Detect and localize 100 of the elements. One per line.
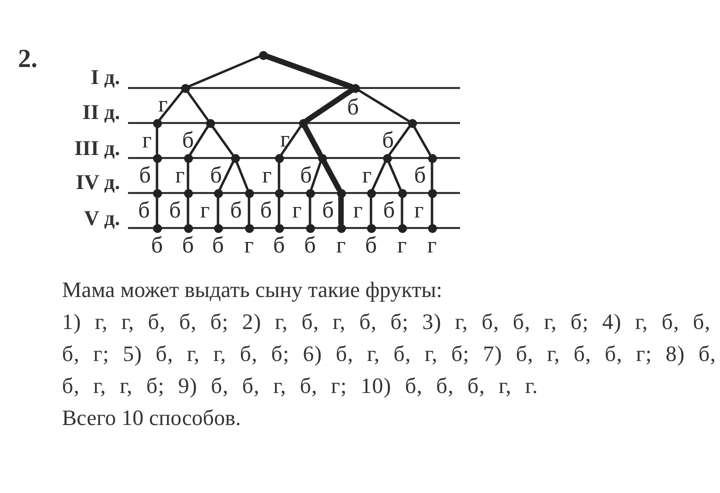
node-dot	[230, 154, 240, 162]
fruit-letter: б	[365, 234, 377, 256]
branch-line	[310, 161, 322, 190]
fruit-letter: г	[292, 198, 302, 222]
level-label: V д.	[84, 206, 120, 230]
node-dot	[152, 118, 162, 128]
node-dot	[184, 188, 192, 198]
node-dot	[398, 224, 406, 232]
node-dot	[274, 154, 284, 162]
node-dot	[206, 118, 214, 128]
fruit-letter: г	[158, 92, 168, 116]
fruit-letter: б	[414, 164, 426, 186]
node-dot	[152, 224, 162, 232]
fruit-letter: б	[347, 96, 359, 118]
fruit-letter: г	[142, 128, 152, 152]
node-dot	[382, 154, 392, 162]
fruit-letter: г	[262, 164, 272, 186]
fruit-letter: г	[414, 198, 424, 222]
node-dot	[428, 154, 436, 162]
fruit-letter: б	[300, 164, 312, 186]
answer-list: 1) г, г, б, б, б; 2) г, б, г, б, б; 3) г, б, б, г, б; 4) г, б, б, б, г; 5) б, г, г, б, б; 6) б, г, б, г, б; 7) б, г, б, б, г; 8) б, б, г, г, б; 9) б, б, г, б, г; 10) б, б, б, г, г.	[62, 306, 717, 402]
highlighted-branch-line	[264, 54, 354, 90]
branch-line	[186, 161, 190, 190]
node-dot	[184, 154, 192, 162]
branch-line	[280, 126, 302, 156]
fruit-letter: б	[212, 234, 224, 256]
branch-line	[413, 126, 431, 156]
branch-line	[158, 90, 184, 121]
highlighted-branch-line	[302, 124, 323, 157]
branch-line	[156, 126, 158, 155]
level-label: II д.	[82, 100, 120, 124]
branch-line	[156, 161, 158, 190]
node-dot	[244, 188, 254, 198]
node-dot	[428, 224, 436, 232]
node-dot	[274, 224, 284, 232]
level-label: I д.	[90, 65, 120, 89]
branch-line	[388, 125, 411, 156]
node-dot	[244, 224, 254, 232]
fruit-letter: г	[397, 234, 407, 256]
node-dot	[152, 154, 162, 162]
branch-line	[186, 196, 190, 225]
node-dot	[214, 188, 222, 198]
fruit-letter: б	[182, 128, 194, 152]
branch-line	[211, 125, 234, 156]
task-number: 2.	[18, 44, 38, 74]
fruit-letter: г	[200, 198, 210, 222]
branch-line	[248, 196, 250, 225]
fruit-letter: б	[260, 198, 272, 222]
node-dot	[298, 118, 308, 128]
node-dot	[408, 118, 416, 128]
fruit-letter: б	[169, 198, 181, 222]
fruit-letter: б	[210, 164, 222, 186]
node-dot	[306, 224, 314, 232]
fruit-letter: г	[175, 164, 185, 186]
node-dot	[180, 84, 190, 92]
branch-line	[278, 196, 280, 225]
branch-line	[186, 90, 209, 121]
branch-line	[216, 196, 220, 225]
fruit-letter: г	[427, 234, 437, 256]
node-dot	[258, 50, 268, 60]
fruit-letter: г	[280, 128, 290, 150]
node-dot	[366, 188, 376, 198]
answer-total: Всего 10 способов.	[62, 404, 242, 432]
node-dot	[184, 224, 192, 232]
branch-line	[278, 161, 280, 190]
level-label: IV д.	[76, 170, 120, 194]
branch-line	[189, 126, 209, 156]
branch-line	[400, 196, 404, 225]
branch-line	[235, 160, 249, 190]
branch-line	[188, 56, 260, 88]
fruit-letter: г	[362, 164, 372, 186]
branch-line	[388, 160, 402, 190]
fruit-letter: г	[336, 234, 346, 256]
fruit-letter: б	[182, 234, 194, 256]
fruit-letter: б	[230, 198, 242, 222]
fruit-letter: б	[138, 198, 150, 222]
branch-line	[218, 160, 234, 190]
answer-intro: Мама может выдать сыну такие фрукты:	[62, 276, 444, 304]
branch-line	[370, 196, 372, 225]
fruit-letter: б	[382, 128, 394, 152]
node-dot	[398, 188, 406, 198]
level-label: III д.	[74, 136, 120, 160]
fruit-letter: г	[353, 198, 363, 222]
node-dot	[152, 188, 162, 198]
node-dot	[274, 188, 284, 198]
node-dot	[306, 188, 314, 198]
highlighted-branch-line	[321, 159, 342, 192]
fruit-letter: б	[322, 198, 334, 222]
node-dot	[214, 224, 222, 232]
fruit-letter: б	[273, 234, 285, 256]
node-dot	[336, 224, 346, 232]
highlighted-branch-line	[304, 88, 354, 124]
branch-line	[156, 196, 158, 225]
branch-line	[430, 196, 434, 225]
branch-line	[358, 89, 410, 122]
fruit-letter: б	[139, 164, 151, 186]
fruit-letter: б	[151, 234, 163, 256]
fruit-letter: г	[244, 234, 254, 256]
fruit-letter: б	[304, 234, 316, 256]
highlighted-branch-line	[338, 194, 344, 226]
